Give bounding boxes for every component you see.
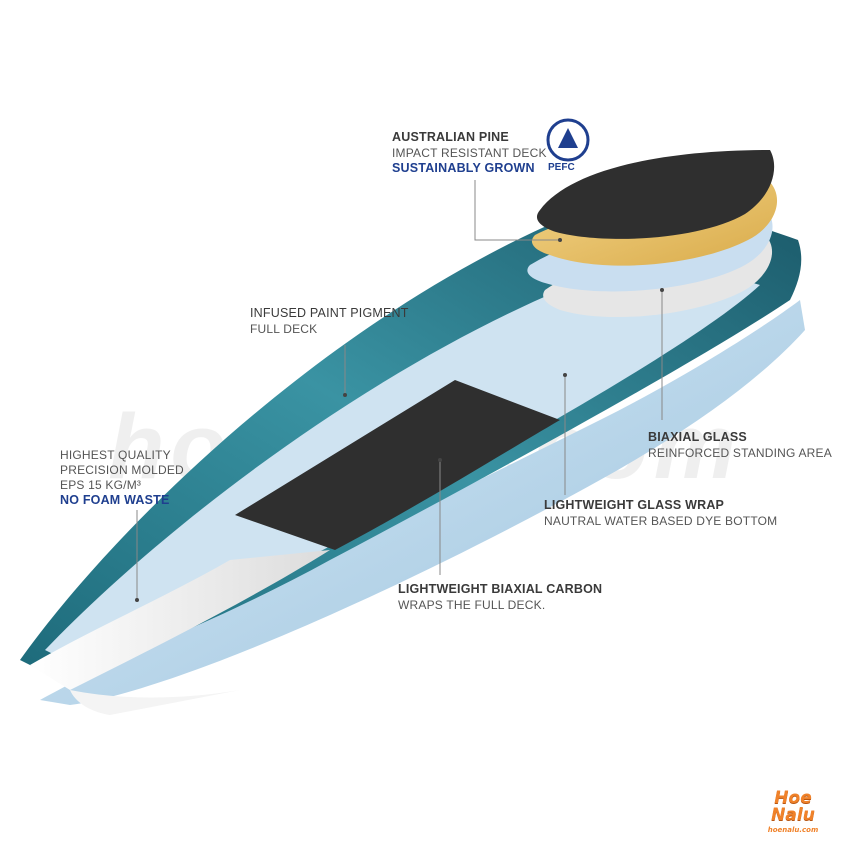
label-subtitle: IMPACT RESISTANT DECK xyxy=(392,145,547,160)
label-subtitle: WRAPS THE FULL DECK. xyxy=(398,597,546,612)
leader-pine xyxy=(474,180,560,241)
label-infused-paint: INFUSED PAINT PIGMENT FULL DECK xyxy=(250,306,409,337)
label-foam-core: HIGHEST QUALITY PRECISION MOLDED EPS 15 … xyxy=(60,448,184,509)
dot-biaxial-glass xyxy=(660,288,664,292)
label-title: BIAXIAL GLASS xyxy=(648,430,747,444)
label-biaxial-carbon: LIGHTWEIGHT BIAXIAL CARBON WRAPS THE FUL… xyxy=(398,582,602,613)
dot-carbon xyxy=(438,458,442,462)
label-subtitle: NAUTRAL WATER BASED DYE BOTTOM xyxy=(544,513,778,528)
dot-pine xyxy=(558,238,562,242)
logo-main-text: Hoe Nalu xyxy=(771,788,815,825)
label-subtitle: FULL DECK xyxy=(250,321,318,336)
dot-foam xyxy=(135,598,139,602)
hoe-nalu-logo: Hoe Nalu hoenalu.com xyxy=(757,788,829,835)
dot-paint xyxy=(343,393,347,397)
label-line1: HIGHEST QUALITY xyxy=(60,448,171,462)
pefc-text: PEFC xyxy=(548,162,575,173)
foam-core-nose xyxy=(70,690,240,715)
label-highlight: SUSTAINABLY GROWN xyxy=(392,160,535,175)
logo-sub-text: hoenalu.com xyxy=(767,826,819,834)
label-highlight: NO FOAM WASTE xyxy=(60,493,170,507)
foam-core xyxy=(30,550,330,690)
label-title: INFUSED PAINT PIGMENT xyxy=(250,306,409,320)
label-glass-wrap: LIGHTWEIGHT GLASS WRAP NAUTRAL WATER BAS… xyxy=(544,498,777,529)
label-title: LIGHTWEIGHT BIAXIAL CARBON xyxy=(398,582,603,596)
label-biaxial-glass: BIAXIAL GLASS REINFORCED STANDING AREA xyxy=(648,430,832,461)
label-australian-pine: AUSTRALIAN PINE IMPACT RESISTANT DECK SU… xyxy=(392,130,547,176)
pefc-logo-icon xyxy=(546,118,590,162)
label-line2: PRECISION MOLDED xyxy=(60,463,184,477)
label-subtitle: REINFORCED STANDING AREA xyxy=(648,445,832,460)
dot-glass-wrap xyxy=(563,373,567,377)
label-line3: EPS 15 KG/M³ xyxy=(60,478,142,492)
carbon-pad xyxy=(235,380,560,550)
label-title: LIGHTWEIGHT GLASS WRAP xyxy=(544,498,725,512)
label-title: AUSTRALIAN PINE xyxy=(392,130,509,144)
layer-carbon-top xyxy=(536,150,775,239)
